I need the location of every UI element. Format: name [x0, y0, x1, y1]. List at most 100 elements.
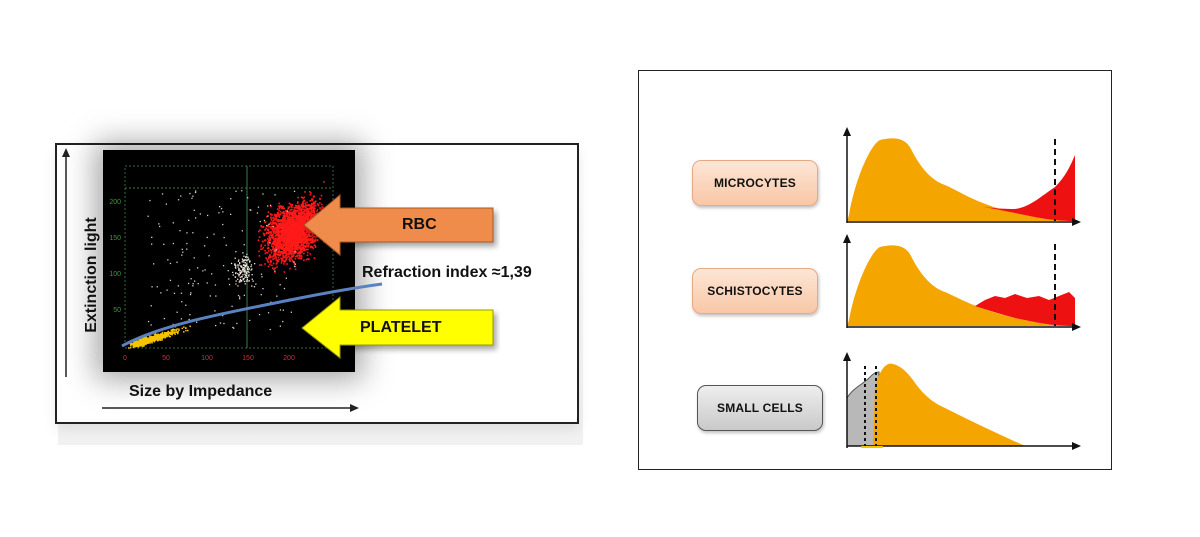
platelet-point	[177, 331, 179, 333]
debris-point	[194, 191, 197, 194]
rbc-point	[272, 262, 275, 265]
platelet-point	[150, 338, 153, 341]
rbc-point	[289, 267, 291, 270]
microcytes-abnormal-area	[973, 155, 1075, 221]
rbc-point	[312, 234, 314, 236]
debris-point	[231, 305, 233, 307]
platelet-point	[147, 337, 150, 339]
rbc-point	[284, 239, 286, 242]
rbc-point	[295, 210, 298, 213]
rbc-point	[301, 223, 303, 226]
rbc-point	[272, 248, 274, 251]
rbc-point	[285, 212, 288, 214]
debris-point	[235, 272, 237, 274]
rbc-point	[313, 239, 315, 242]
y-tick-label: 150	[109, 235, 121, 242]
rbc-point	[304, 245, 307, 247]
debris-point	[195, 217, 197, 219]
platelet-point	[144, 337, 146, 339]
debris-point	[186, 242, 188, 245]
debris-point	[248, 275, 250, 277]
rbc-point	[294, 230, 296, 233]
rbc-point	[275, 239, 277, 241]
rbc-point	[284, 241, 287, 244]
platelet-point	[145, 343, 147, 346]
rbc-point	[314, 201, 316, 203]
rbc-point	[275, 252, 277, 254]
rbc-point	[304, 202, 307, 204]
rbc-point	[272, 221, 274, 223]
platelet-point	[178, 328, 180, 330]
rbc-point	[304, 232, 307, 235]
debris-point	[151, 286, 153, 288]
platelet-point	[159, 333, 162, 335]
rbc-point	[278, 246, 280, 249]
platelet-point	[185, 327, 187, 329]
rbc-point	[285, 246, 287, 249]
rbc-point	[298, 242, 300, 244]
rbc-point	[285, 247, 287, 250]
platelet-point	[140, 341, 142, 344]
rbc-point	[313, 257, 316, 259]
rbc-point	[268, 247, 270, 249]
platelet-point	[162, 336, 164, 338]
x-tick-label: 0	[123, 355, 127, 362]
rbc-point	[286, 232, 288, 234]
debris-point	[169, 262, 172, 265]
rbc-point	[300, 209, 302, 212]
rbc-point	[260, 226, 263, 228]
rbc-point	[292, 213, 295, 215]
rbc-point	[268, 256, 270, 258]
rbc-point	[307, 217, 309, 219]
rbc-point	[284, 245, 287, 247]
rbc-point	[288, 251, 290, 253]
rbc-point	[312, 211, 315, 214]
debris-point	[195, 190, 197, 192]
rbc-point	[308, 258, 310, 261]
rbc-point	[316, 210, 318, 213]
rbc-point	[294, 207, 296, 209]
rbc-point	[301, 250, 303, 252]
rbc-point	[295, 241, 297, 244]
rbc-point	[308, 238, 310, 240]
rbc-point	[286, 228, 288, 231]
platelet-point	[164, 332, 166, 334]
rbc-point	[311, 199, 313, 201]
rbc-point	[267, 265, 270, 268]
platelet-point	[183, 331, 185, 333]
rbc-point	[290, 246, 293, 248]
rbc-point	[291, 237, 294, 240]
rbc-point	[296, 229, 299, 232]
debris-point	[188, 282, 190, 285]
debris-point	[254, 263, 256, 265]
rbc-point	[294, 258, 297, 260]
rbc-point	[290, 224, 292, 226]
rbc-point	[271, 245, 273, 247]
rbc-point	[308, 230, 311, 232]
rbc-point	[289, 225, 292, 227]
platelet-point	[149, 337, 152, 340]
rbc-point	[311, 245, 313, 248]
rbc-point	[281, 231, 283, 233]
rbc-point	[314, 207, 316, 210]
rbc-point	[280, 238, 282, 241]
rbc-point	[258, 255, 261, 257]
rbc-point	[303, 215, 305, 217]
rbc-point	[275, 234, 278, 237]
rbc-point	[293, 249, 296, 251]
debris-point	[279, 284, 281, 286]
platelet-point	[132, 346, 135, 348]
debris-point	[237, 278, 239, 280]
y-tick-label: 50	[113, 307, 121, 314]
rbc-point	[296, 242, 299, 244]
rbc-point	[302, 228, 304, 230]
rbc-point	[292, 252, 294, 255]
debris-point	[244, 273, 246, 276]
rbc-point	[298, 214, 301, 216]
rbc-point	[304, 227, 307, 229]
platelet-point	[181, 327, 183, 330]
debris-point	[247, 256, 249, 258]
debris-point	[206, 236, 208, 239]
rbc-point	[273, 223, 276, 225]
rbc-point	[281, 251, 284, 253]
